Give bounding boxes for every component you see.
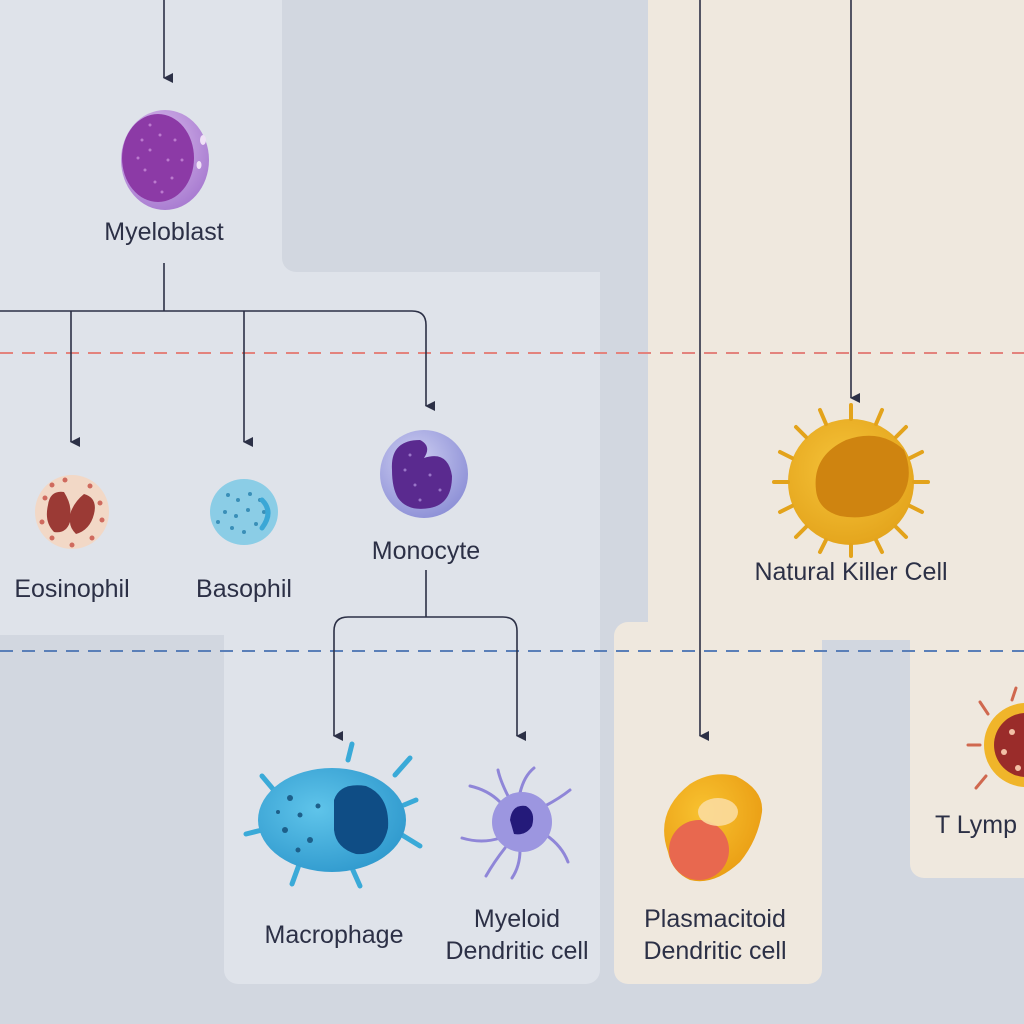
myeloblast-label: Myeloblast (104, 218, 224, 246)
monocyte-branch (348, 570, 517, 736)
lymphoid-panel-right (910, 600, 1024, 878)
t-lymphocyte-icon (966, 686, 1024, 790)
monocyte-icon (380, 430, 468, 518)
nk-cell-label: Natural Killer Cell (754, 558, 948, 586)
myeloid-panel-notch (282, 0, 654, 272)
plasmacitoid-dendritic-label-line1: Plasmacitoid (644, 905, 786, 933)
monocyte-label: Monocyte (371, 537, 481, 565)
plasmacitoid-dendritic-icon (664, 774, 763, 882)
myeloblast-icon (121, 110, 209, 210)
arrow-to-macrophage (333, 616, 349, 741)
myeloid-dendritic-label: Myeloid Dendritic cell (427, 903, 607, 967)
plasmacitoid-dendritic-label-line2: Dendritic cell (643, 937, 787, 965)
connectors (0, 0, 860, 741)
macrophage-label: Macrophage (264, 921, 404, 949)
myeloblast-branch (0, 263, 426, 406)
t-lymphocyte-label: T Lymp (935, 811, 1017, 839)
myeloid-dendritic-icon (460, 766, 572, 880)
myeloid-panel-lower (224, 560, 600, 984)
plasmacitoid-dendritic-label: Plasmacitoid Dendritic cell (620, 903, 810, 967)
eosinophil-label: Eosinophil (14, 575, 130, 603)
eosinophil-icon (35, 475, 109, 549)
macrophage-icon (243, 741, 423, 889)
myeloid-dendritic-label-line1: Myeloid (473, 905, 561, 933)
gray-gap-block (822, 642, 912, 1024)
nk-cell-icon (772, 403, 930, 558)
myeloid-dendritic-label-line2: Dendritic cell (445, 937, 589, 965)
lymphoid-panel (648, 0, 1024, 640)
basophil-icon (210, 479, 278, 545)
basophil-label: Basophil (196, 575, 292, 603)
